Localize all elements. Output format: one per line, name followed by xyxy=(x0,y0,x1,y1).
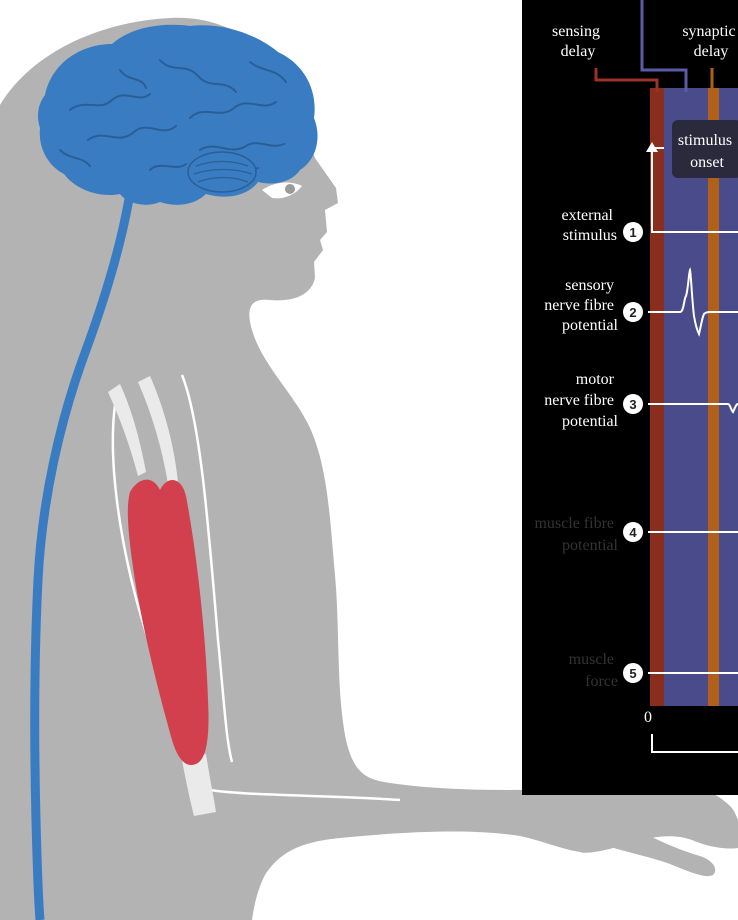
svg-text:4: 4 xyxy=(629,525,637,540)
timing-panel: sensing delay synaptic delay stimulus on… xyxy=(522,0,738,795)
brain xyxy=(38,25,318,205)
svg-text:1: 1 xyxy=(629,225,636,240)
time-axis-origin: 0 xyxy=(644,709,652,726)
pupil xyxy=(285,184,295,194)
svg-text:5: 5 xyxy=(629,666,636,681)
conduction-band xyxy=(664,88,708,706)
synaptic-delay-band xyxy=(708,88,719,706)
svg-text:2: 2 xyxy=(629,305,636,320)
conduction-band-right xyxy=(719,88,738,706)
svg-text:3: 3 xyxy=(629,397,636,412)
